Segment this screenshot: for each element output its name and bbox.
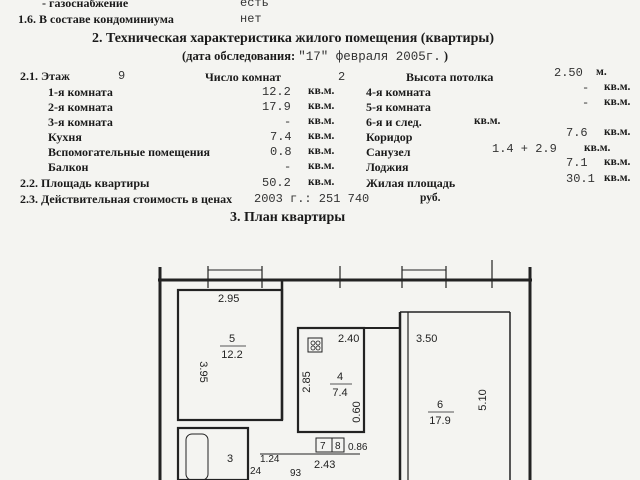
stove bbox=[307, 337, 323, 353]
total-area-value: 50.2 bbox=[262, 176, 291, 190]
loggia-label: Лоджия bbox=[366, 160, 409, 174]
balcony-label: Балкон bbox=[48, 160, 89, 174]
loggia-unit: кв.м. bbox=[604, 156, 631, 168]
room5-unit: кв.м. bbox=[604, 96, 631, 108]
cost-label: 2.3. Действительная стоимость в ценах bbox=[20, 192, 233, 206]
balcony-value: - bbox=[284, 160, 292, 174]
dim-24: 24 bbox=[250, 466, 262, 477]
balcony-unit: кв.м. bbox=[308, 160, 335, 172]
floor-label: 2.1. Этаж bbox=[20, 69, 70, 83]
room2-label: 2-я комната bbox=[48, 100, 113, 114]
room3-value: - bbox=[284, 115, 292, 129]
dim-3-50: 3.50 bbox=[416, 333, 437, 345]
room5-number: 5 bbox=[229, 333, 235, 345]
room2-value: 17.9 bbox=[262, 100, 291, 114]
survey-date-value: "17" февраля 2005г. bbox=[298, 50, 441, 64]
bathroom-value: 1.4 + 2.9 bbox=[492, 142, 557, 156]
living-area-value: 30.1 bbox=[566, 172, 595, 186]
dim-93: 93 bbox=[290, 468, 302, 479]
dim-2-85: 2.85 bbox=[301, 371, 313, 392]
dim-2-95: 2.95 bbox=[218, 293, 239, 305]
aux-label: Вспомогательные помещения bbox=[48, 145, 211, 159]
room4-label: 4-я комната bbox=[366, 85, 431, 99]
room1-value: 12.2 bbox=[262, 85, 291, 99]
gas-label: - газоснабжение bbox=[42, 0, 129, 10]
dim-3-95: 3.95 bbox=[197, 361, 209, 382]
room4-area: 7.4 bbox=[332, 387, 347, 399]
corridor-value: 7.6 bbox=[566, 126, 588, 140]
room6plus-unit: кв.м. bbox=[474, 115, 501, 127]
gas-value: есть bbox=[240, 0, 269, 10]
survey-date-suffix: ) bbox=[443, 49, 449, 63]
room5-label: 5-я комната bbox=[366, 100, 431, 114]
cell-number-8: 8 bbox=[335, 441, 341, 452]
living-area-unit: кв.м. bbox=[604, 172, 631, 184]
bathroom-label: Санузел bbox=[366, 145, 411, 159]
living-area-label: Жилая площадь bbox=[366, 176, 456, 190]
room3-unit: кв.м. bbox=[308, 115, 335, 127]
room5-area: 12.2 bbox=[221, 349, 242, 361]
room3-walls bbox=[176, 426, 250, 480]
room4-unit: кв.м. bbox=[604, 81, 631, 93]
survey-date-prefix: (дата обследования: bbox=[182, 49, 296, 63]
loggia-value: 7.1 bbox=[566, 156, 588, 170]
dim-2-43: 2.43 bbox=[314, 459, 335, 471]
section3-title: 3. План квартиры bbox=[230, 210, 346, 225]
room1-unit: кв.м. bbox=[308, 85, 335, 97]
room6-area: 17.9 bbox=[429, 415, 450, 427]
ceiling-unit: м. bbox=[596, 66, 607, 78]
room2-unit: кв.м. bbox=[308, 100, 335, 112]
cost-unit: руб. bbox=[420, 192, 441, 204]
dim-2-40: 2.40 bbox=[338, 333, 359, 345]
rooms-count-label: Число комнат bbox=[205, 70, 281, 84]
kitchen-label: Кухня bbox=[48, 130, 82, 144]
floor-plan: 2.95 3.95 2.40 3.50 2.85 0.60 5.10 2.43 … bbox=[158, 260, 532, 480]
ceiling-label: Высота потолка bbox=[406, 70, 494, 84]
room4-walls bbox=[296, 326, 366, 434]
corridor-unit: кв.м. bbox=[604, 126, 631, 138]
cell-number-7: 7 bbox=[320, 441, 326, 452]
room4-number: 4 bbox=[337, 371, 343, 383]
room1-label: 1-я комната bbox=[48, 85, 113, 99]
room5-value: - bbox=[582, 96, 590, 110]
kitchen-value: 7.4 bbox=[270, 130, 292, 144]
dim-0-60: 0.60 bbox=[351, 401, 363, 422]
survey-date-line: (дата обследования: "17" февраля 2005г. … bbox=[182, 49, 448, 64]
kitchen-unit: кв.м. bbox=[308, 130, 335, 142]
room6-number: 6 bbox=[437, 399, 443, 411]
cost-value: 2003 г.: 251 740 bbox=[254, 192, 370, 206]
dim-0-86: 0.86 bbox=[348, 442, 368, 453]
floor-value: 9 bbox=[118, 69, 126, 83]
room6plus-label: 6-я и след. bbox=[366, 115, 422, 129]
bathroom-unit: кв.м. bbox=[584, 142, 611, 154]
dim-1-24: 1.24 bbox=[260, 454, 280, 465]
bathtub bbox=[185, 433, 209, 480]
aux-unit: кв.м. bbox=[308, 145, 335, 157]
dim-5-10: 5.10 bbox=[477, 389, 489, 410]
aux-value: 0.8 bbox=[270, 145, 292, 159]
total-area-label: 2.2. Площадь квартиры bbox=[20, 176, 150, 190]
condo-label: 1.6. В составе кондоминиума bbox=[18, 12, 174, 26]
condo-value: нет bbox=[240, 12, 262, 26]
room3-label: 3-я комната bbox=[48, 115, 113, 129]
section2-title: 2. Техническая характеристика жилого пом… bbox=[92, 31, 495, 46]
room3-number: 3 bbox=[227, 453, 233, 465]
rooms-count-value: 2 bbox=[338, 70, 346, 84]
room4-value: - bbox=[582, 81, 590, 95]
total-area-unit: кв.м. bbox=[308, 176, 335, 188]
corridor-label: Коридор bbox=[366, 130, 413, 144]
ceiling-value: 2.50 bbox=[554, 66, 583, 80]
